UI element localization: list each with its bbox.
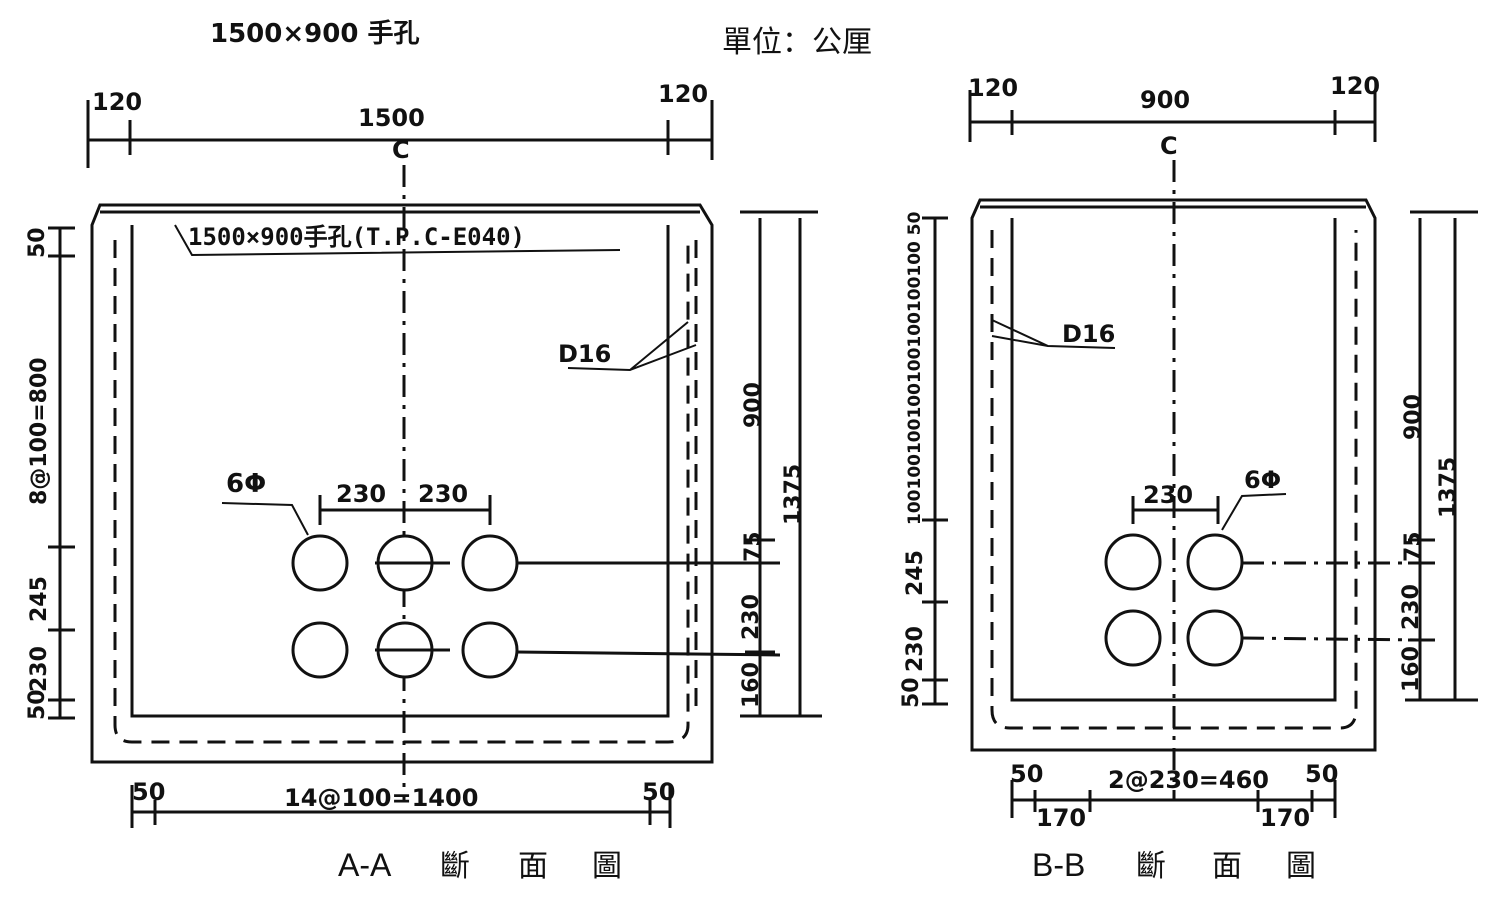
bb-dim-top-left: 120 (968, 74, 1018, 102)
bb-hole (1186, 609, 1244, 667)
bb-dim-left-3: 230 (903, 626, 928, 672)
aa-dim-bottom-left: 50 (132, 778, 165, 806)
drawing-title: 1500×900 手孔 (210, 19, 419, 49)
aa-dim-left-4: 230 (27, 646, 52, 692)
bb-hole (1186, 533, 1244, 591)
unit-label: 單位：公厘 (722, 25, 872, 60)
aa-right-dimension: 900 75 230 160 1375 (739, 210, 822, 718)
bb-hole-label: 6Φ (1244, 466, 1281, 494)
bb-caption-id: B-B (1032, 847, 1085, 883)
bb-hole (1104, 533, 1162, 591)
bb-dim-bottom-right: 50 (1305, 760, 1338, 788)
aa-dim-right-160: 160 (739, 662, 764, 708)
bb-rebar-leader (991, 319, 1116, 349)
aa-dim-right-230: 230 (739, 594, 764, 640)
bb-rebar-label: D16 (1062, 320, 1115, 348)
aa-label-note: 1500×900手孔(T.P.C-E040) (188, 223, 525, 251)
aa-dim-left-1: 50 (25, 227, 50, 258)
bb-holes (1104, 533, 1421, 667)
bb-rebar-outer (990, 230, 1358, 730)
aa-caption-char-3: 圖 (592, 849, 622, 884)
aa-hole (461, 534, 519, 592)
bb-left-dimension: 100100100100100100100100 50 245 230 50 (899, 211, 948, 708)
aa-hole-leader (221, 502, 309, 536)
aa-top-dimension: 120 1500 120 (86, 80, 714, 168)
section-aa: 120 1500 120 C 1500×900手孔(T.P.C-E040) D1… (25, 80, 822, 884)
section-bb: 120 900 120 C D16 6Φ 230 (899, 72, 1478, 884)
aa-dim-top-center: 1500 (358, 104, 425, 132)
bb-dim-left-1: 100100100100100100100100 50 (905, 211, 925, 525)
aa-caption-id: A-A (338, 847, 392, 883)
aa-dim-left-5: 50 (25, 689, 50, 720)
aa-holes (291, 534, 781, 679)
aa-dim-left-3: 245 (27, 576, 52, 622)
aa-dim-right-1375: 1375 (781, 464, 806, 525)
bb-dim-bottom-center: 2@230=460 (1108, 766, 1269, 794)
aa-hole-spacing-left: 230 (336, 480, 386, 508)
bb-dim-top-right: 120 (1330, 72, 1380, 100)
aa-hole (461, 621, 519, 679)
bb-hole-spacing-value: 230 (1143, 481, 1193, 509)
aa-dim-bottom-right: 50 (642, 778, 675, 806)
aa-left-dimension: 50 8@100=800 245 230 50 (25, 226, 75, 720)
bb-dim-left-4: 50 (899, 677, 924, 708)
bb-top-dimension: 120 900 120 (968, 72, 1380, 142)
bb-dim-right-160: 160 (1399, 646, 1424, 692)
aa-inner-wall (130, 225, 670, 718)
aa-bottom-dimension: 50 14@100=1400 50 (130, 778, 675, 828)
aa-hole-spacing-right: 230 (418, 480, 468, 508)
bb-hole-spacing: 230 (1131, 481, 1220, 524)
aa-caption-char-2: 面 (518, 849, 548, 884)
aa-dim-left-2: 8@100=800 (27, 357, 52, 505)
bb-dim-right-900: 900 (1401, 394, 1426, 440)
aa-outer-wall (90, 203, 714, 764)
aa-rebar-label: D16 (558, 340, 611, 368)
aa-hole-label: 6Φ (226, 469, 266, 499)
bb-dim-bottom-left: 50 (1010, 760, 1043, 788)
aa-rebar-outer (113, 240, 690, 744)
aa-note-leader (174, 224, 621, 257)
bb-centerline-symbol: C (1160, 132, 1178, 160)
bb-right-dimension: 900 75 230 160 1375 (1399, 210, 1478, 702)
bb-dim-bottom-sub-left: 170 (1036, 804, 1086, 832)
aa-hole (291, 621, 349, 679)
bb-dim-bottom-sub-right: 170 (1260, 804, 1310, 832)
aa-caption-char-1: 斷 (440, 849, 470, 884)
bb-caption-char-2: 面 (1212, 849, 1242, 884)
bb-hole-leader (1221, 493, 1287, 531)
bb-caption-char-3: 圖 (1286, 849, 1316, 884)
bb-dim-right-75: 75 (1401, 531, 1426, 562)
aa-dim-top-right: 120 (658, 80, 708, 108)
aa-dim-right-900: 900 (741, 382, 766, 428)
bb-dim-right-230: 230 (1399, 584, 1424, 630)
bb-dim-left-2: 245 (903, 550, 928, 596)
bb-bottom-dimension: 50 2@230=460 50 170 170 (1010, 760, 1338, 832)
aa-dim-top-left: 120 (92, 88, 142, 116)
aa-rebar-leader (567, 321, 697, 372)
aa-dim-bottom-center: 14@100=1400 (284, 784, 478, 812)
aa-hole (291, 534, 349, 592)
bb-inner-wall (1010, 218, 1337, 702)
bb-caption-char-1: 斷 (1136, 849, 1166, 884)
bb-dim-right-1375: 1375 (1436, 457, 1461, 518)
aa-dim-right-75: 75 (741, 531, 766, 562)
aa-hole-spacing: 230 230 (318, 480, 492, 525)
bb-outer-wall (970, 198, 1377, 752)
bb-dim-top-center: 900 (1140, 86, 1190, 114)
bb-hole (1104, 609, 1162, 667)
aa-centerline-symbol: C (392, 136, 410, 164)
